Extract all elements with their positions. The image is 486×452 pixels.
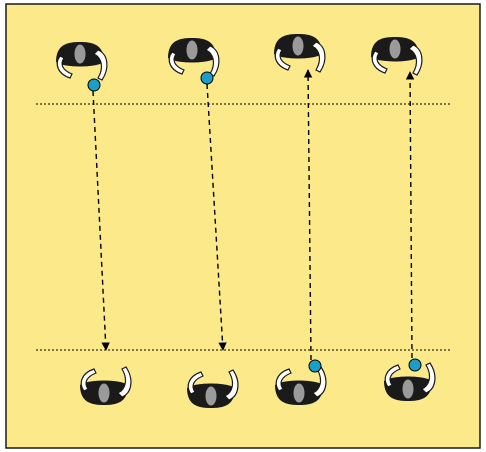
player-left-arm	[168, 51, 185, 75]
pass-arrow-top-1-to-bottom-1	[92, 90, 110, 351]
player-top-1	[56, 42, 108, 81]
player-left-arm	[187, 371, 204, 395]
player-left-arm	[384, 364, 401, 388]
ball-top-2	[200, 71, 214, 85]
pass-arrow-bottom-3-to-top-3	[303, 69, 313, 361]
player-left-arm	[56, 55, 73, 79]
player-bottom-4	[384, 362, 436, 401]
player-right-arm	[310, 41, 326, 73]
player-top-2	[168, 38, 220, 77]
player-bottom-1	[80, 366, 132, 405]
player-left-arm	[371, 50, 388, 74]
passes-layer	[92, 69, 415, 361]
players-layer	[56, 34, 436, 408]
player-head	[291, 35, 305, 57]
player-right-arm	[92, 49, 108, 81]
player-right-arm	[116, 366, 132, 398]
player-head	[204, 385, 218, 407]
player-head	[388, 38, 402, 60]
pass-arrow-bottom-4-to-top-4	[405, 71, 415, 359]
player-right-arm	[223, 369, 239, 401]
player-top-4	[371, 37, 423, 76]
player-head	[185, 39, 199, 61]
balls-layer	[87, 71, 422, 373]
player-left-arm	[80, 368, 97, 392]
ball-top-1	[87, 78, 101, 92]
player-left-arm	[274, 47, 291, 71]
player-head	[97, 382, 111, 404]
ball-bottom-4	[408, 358, 422, 372]
player-bottom-3	[275, 366, 327, 405]
player-right-arm	[407, 44, 423, 76]
player-head	[73, 43, 87, 65]
player-right-arm	[420, 362, 436, 394]
player-head	[401, 378, 415, 400]
ball-bottom-3	[308, 359, 322, 373]
player-head	[292, 382, 306, 404]
player-top-3	[274, 34, 326, 73]
player-bottom-2	[187, 369, 239, 408]
player-left-arm	[275, 368, 292, 392]
